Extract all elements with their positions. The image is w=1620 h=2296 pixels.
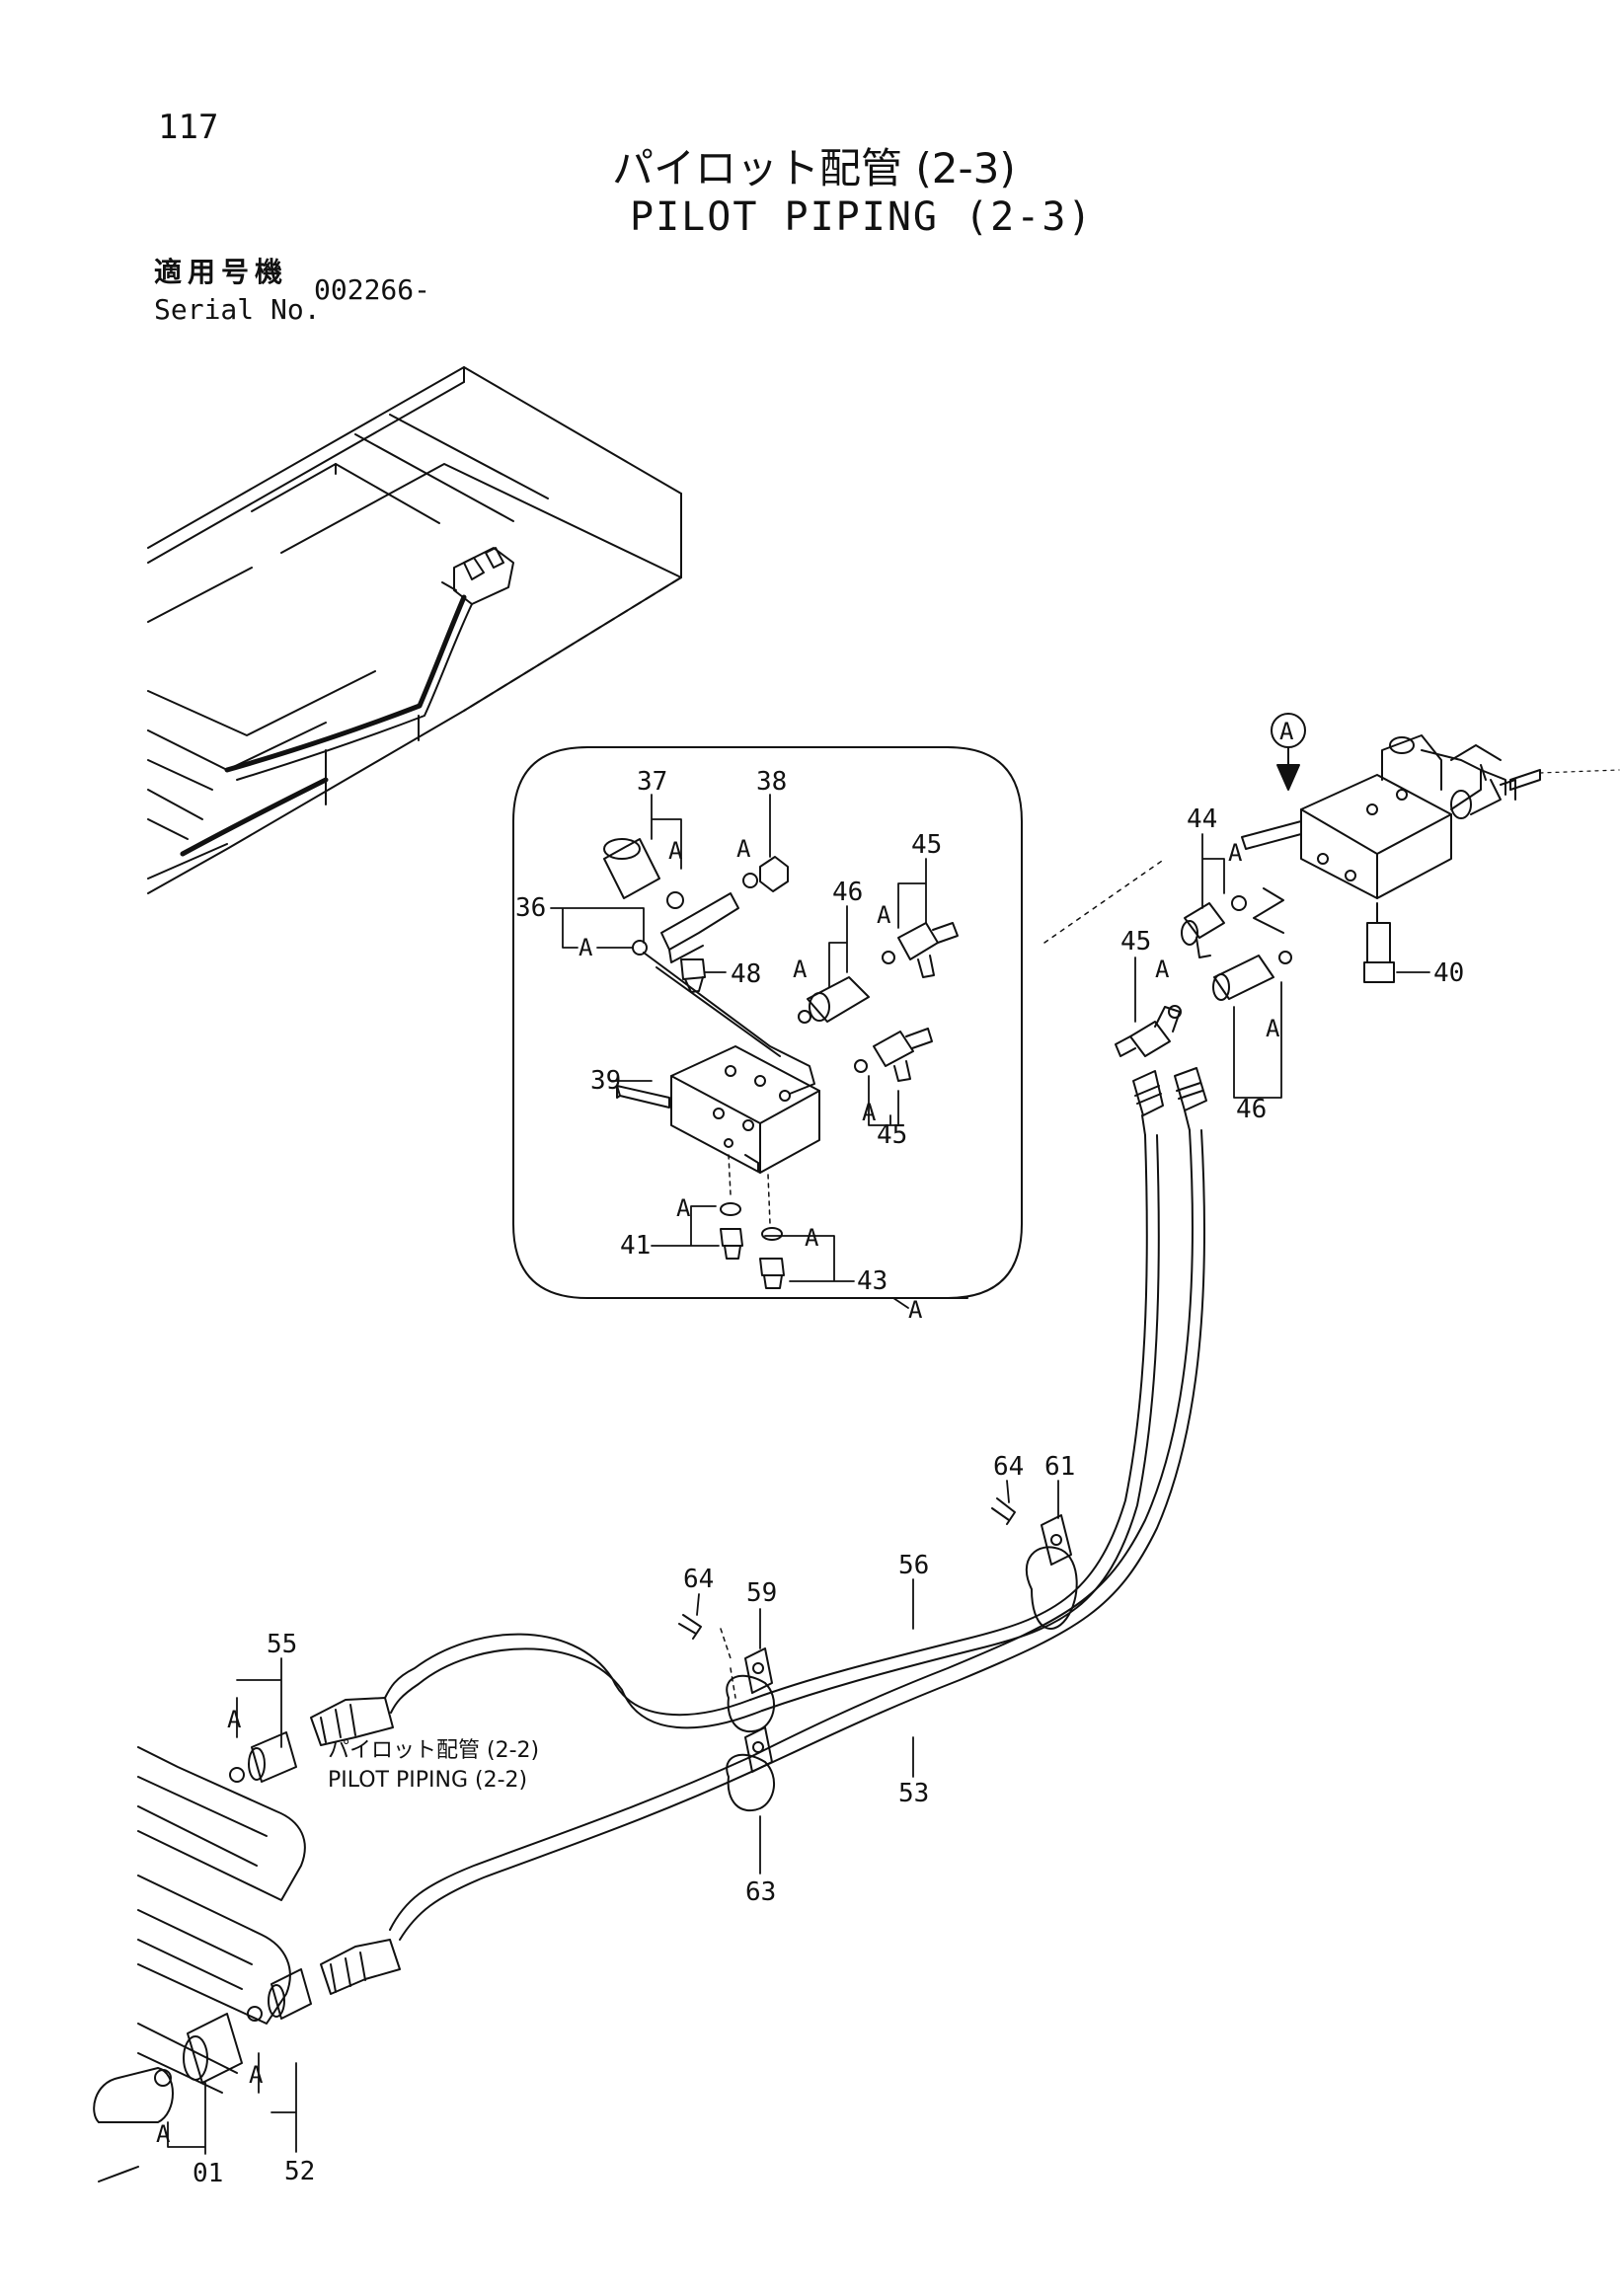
pilot-hoses	[384, 1129, 1205, 1941]
callout-56: 56	[898, 1551, 929, 1580]
oring-mark: A	[579, 934, 593, 961]
oring-mark: A	[249, 2061, 264, 2089]
page-title-english: PILOT PIPING (2-3)	[630, 194, 1094, 240]
callout-55: 55	[267, 1630, 297, 1659]
page-title-japanese: パイロット配管 (2-3)	[612, 144, 1016, 192]
oring-mark: A	[862, 1099, 877, 1126]
callout-46-detail: 46	[832, 878, 863, 907]
page-number: 117	[158, 108, 219, 147]
oring-mark: A	[1155, 956, 1170, 983]
callout-45-detail-lower: 45	[877, 1120, 907, 1150]
oring-mark: A	[1266, 1015, 1280, 1042]
serial-label-japanese: 適用号機	[154, 256, 289, 288]
callout-59: 59	[746, 1578, 777, 1608]
detail-a-components	[603, 838, 959, 1289]
callout-52: 52	[284, 2157, 315, 2186]
oring-mark: A	[793, 956, 808, 983]
callout-leaders	[167, 794, 1430, 2155]
detail-a-frame	[512, 746, 1166, 1299]
callout-45-detail-upper: 45	[911, 830, 942, 860]
callout-41: 41	[620, 1231, 651, 1261]
callout-39: 39	[590, 1066, 621, 1096]
oring-a-marks: A A A A A A A A A A A A A A A	[156, 835, 1280, 2148]
part-number-labels: 37 38 36 48 46 45 39 45 41 43 44 45 46 4…	[193, 767, 1464, 2188]
callout-43: 43	[857, 1266, 887, 1296]
oring-mark: A	[805, 1224, 819, 1252]
oring-mark: A	[908, 1296, 923, 1324]
cross-reference-japanese: パイロット配管 (2-2)	[328, 1738, 539, 1763]
cross-reference-english: PILOT PIPING (2-2)	[328, 1768, 527, 1793]
callout-38: 38	[756, 767, 787, 797]
callout-37: 37	[637, 767, 667, 797]
oring-mark: A	[676, 1194, 691, 1222]
oring-mark: A	[227, 1706, 242, 1733]
oring-mark: A	[736, 835, 751, 863]
callout-64-middle: 64	[683, 1565, 714, 1594]
serial-number-value: 002266-	[314, 273, 431, 306]
serial-label-english: Serial No.	[154, 293, 321, 326]
oring-mark: A	[156, 2120, 171, 2148]
view-a-marker-label: A	[1279, 718, 1294, 745]
callout-44: 44	[1187, 804, 1217, 834]
machine-frame-illustration	[147, 366, 682, 894]
callout-46-right: 46	[1236, 1095, 1267, 1124]
callout-53: 53	[898, 1779, 929, 1808]
callout-36: 36	[515, 893, 546, 923]
callout-61: 61	[1044, 1452, 1075, 1482]
valve-assembly-right	[1115, 713, 1620, 1136]
oring-mark: A	[668, 837, 683, 865]
callout-63: 63	[745, 1877, 776, 1907]
callout-40: 40	[1433, 958, 1464, 988]
callout-45-right: 45	[1120, 927, 1151, 957]
callout-48: 48	[731, 959, 761, 989]
lower-frame-illustration	[93, 1746, 306, 2182]
oring-mark: A	[1228, 839, 1243, 867]
oring-mark: A	[877, 901, 891, 929]
callout-64-upper: 64	[993, 1452, 1024, 1482]
callout-01: 01	[193, 2159, 223, 2188]
hose-clamps	[678, 1497, 1078, 1812]
